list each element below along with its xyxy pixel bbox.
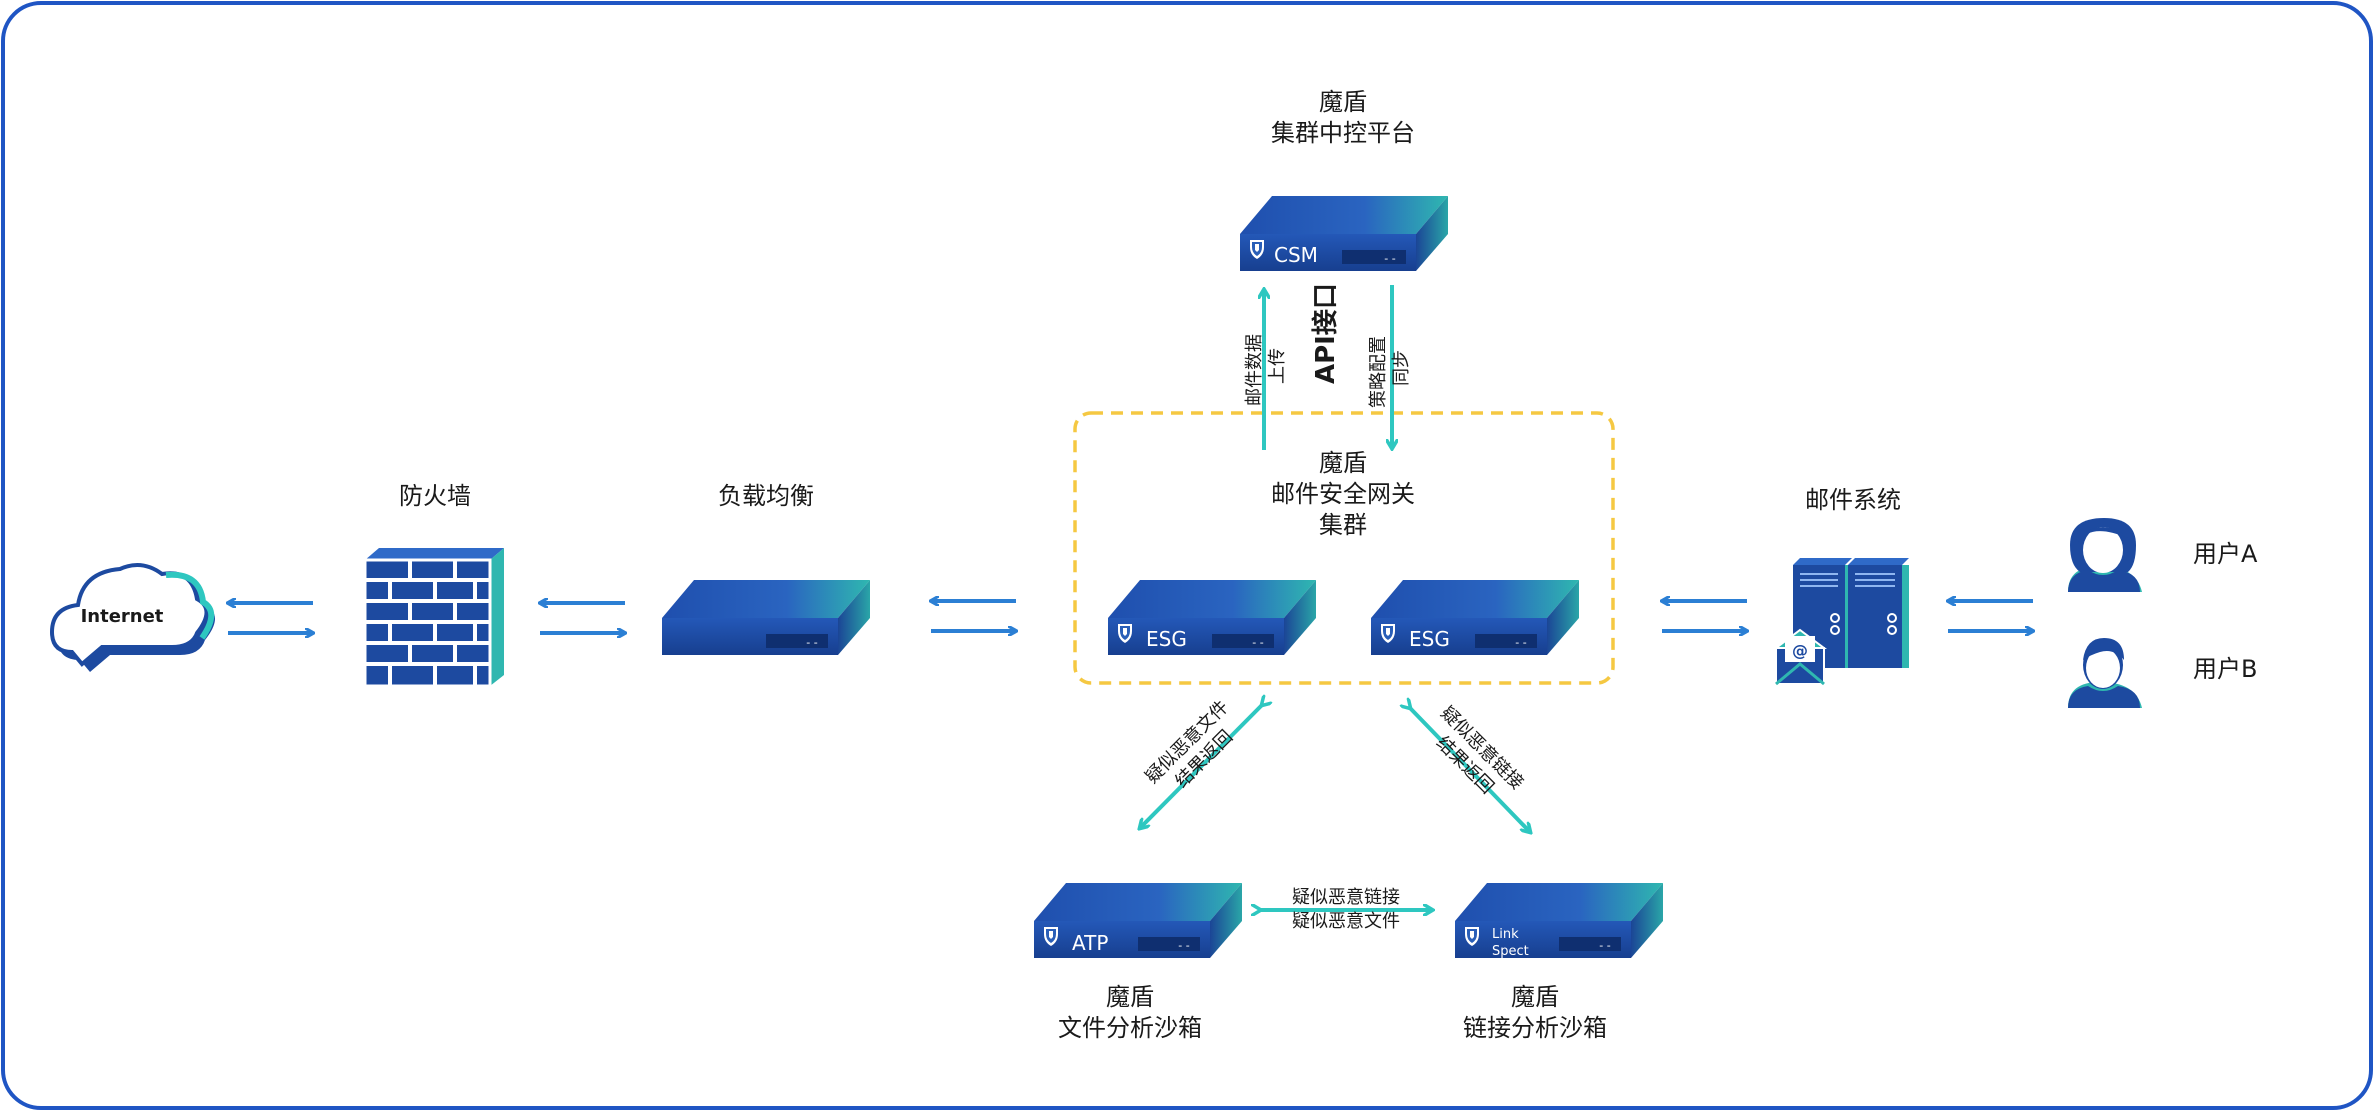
atp-linkspect-label-line2: 疑似恶意文件 bbox=[1292, 911, 1400, 932]
user-a-label: 用户A bbox=[2193, 540, 2258, 568]
user-b-node: 用户B bbox=[2068, 638, 2257, 708]
load-balancer-status: - - bbox=[806, 636, 817, 649]
esg-device-2: ESG - - bbox=[1371, 580, 1579, 655]
upload-label: 邮件数据 上传 bbox=[1244, 334, 1288, 406]
atp-label-line1: 魔盾 bbox=[1106, 983, 1154, 1011]
load-balancer-node: 负载均衡 - - bbox=[662, 482, 870, 655]
sync-label-line1: 策略配置 bbox=[1368, 336, 1389, 408]
linkspect-device-text-line1: Link bbox=[1492, 927, 1519, 942]
brick-wall-icon bbox=[363, 548, 504, 688]
arrows-internet-firewall bbox=[228, 603, 313, 633]
csm-device-text: CSM bbox=[1274, 243, 1318, 267]
cloud-icon bbox=[49, 563, 215, 672]
to-linkspect-label: 疑似恶意链接 结果返回 bbox=[1432, 703, 1527, 798]
esg-device-1: ESG - - bbox=[1108, 580, 1316, 655]
load-balancer-label: 负载均衡 bbox=[718, 482, 814, 510]
envelope-icon: @ bbox=[1773, 628, 1827, 686]
appliance-icon: - - bbox=[662, 580, 870, 655]
arrows-lb-esg bbox=[931, 601, 1016, 631]
atp-node: ATP - - 魔盾 文件分析沙箱 bbox=[1034, 883, 1242, 1042]
mail-system-node: 邮件系统 @ bbox=[1773, 486, 1909, 686]
esg-device-1-status: - - bbox=[1252, 636, 1263, 649]
esg-cluster-box bbox=[1073, 411, 1615, 685]
atp-label-line2: 文件分析沙箱 bbox=[1058, 1014, 1202, 1042]
linkspect-device: Link Spect - - bbox=[1455, 883, 1663, 959]
linkspect-node: Link Spect - - 魔盾 链接分析沙箱 bbox=[1455, 883, 1663, 1042]
linkspect-status: - - bbox=[1599, 939, 1610, 952]
linkspect-device-text-line2: Spect bbox=[1492, 944, 1529, 959]
atp-status: - - bbox=[1178, 939, 1189, 952]
user-male-icon bbox=[2068, 638, 2142, 708]
csm-device: CSM - - bbox=[1240, 196, 1448, 271]
linkspect-label-line1: 魔盾 bbox=[1511, 983, 1559, 1011]
esg-device-2-status: - - bbox=[1515, 636, 1526, 649]
internet-node: Internet bbox=[49, 563, 215, 672]
esg-linkspect-arrow bbox=[1410, 708, 1530, 832]
arrows-mail-users bbox=[1948, 601, 2033, 631]
mail-system-label: 邮件系统 bbox=[1805, 486, 1901, 514]
sync-label-line2: 同步 bbox=[1391, 350, 1412, 386]
arrows-firewall-lb bbox=[540, 603, 625, 633]
sync-label: 策略配置 同步 bbox=[1368, 336, 1412, 408]
api-label: API接口 bbox=[1311, 283, 1341, 384]
internet-label: Internet bbox=[81, 606, 164, 627]
atp-device: ATP - - bbox=[1034, 883, 1242, 958]
esg-device-2-text: ESG bbox=[1409, 627, 1450, 651]
atp-device-text: ATP bbox=[1072, 931, 1108, 955]
csm-node: 魔盾 集群中控平台 CSM - - bbox=[1240, 88, 1448, 271]
csm-label-line1: 魔盾 bbox=[1319, 88, 1367, 116]
to-atp-label: 疑似恶意文件 结果返回 bbox=[1142, 697, 1237, 792]
upload-label-line2: 上传 bbox=[1267, 348, 1288, 384]
user-female-icon bbox=[2068, 518, 2142, 592]
csm-label-line2: 集群中控平台 bbox=[1271, 119, 1415, 147]
atp-linkspect-label-line1: 疑似恶意链接 bbox=[1292, 887, 1400, 908]
firewall-node: 防火墙 bbox=[363, 482, 504, 688]
user-b-label: 用户B bbox=[2193, 655, 2257, 683]
esg-atp-arrow bbox=[1140, 705, 1262, 828]
upload-label-line1: 邮件数据 bbox=[1244, 334, 1265, 406]
mail-server-icon: @ bbox=[1773, 558, 1909, 686]
arrows-esg-mail bbox=[1662, 601, 1747, 631]
svg-text:@: @ bbox=[1792, 641, 1808, 660]
esg-label-line3: 集群 bbox=[1319, 511, 1367, 539]
esg-label-line1: 魔盾 bbox=[1319, 449, 1367, 477]
esg-cluster-node: 魔盾 邮件安全网关 集群 ESG - - ESG - - bbox=[1108, 449, 1579, 655]
esg-label-line2: 邮件安全网关 bbox=[1271, 480, 1415, 508]
firewall-label: 防火墙 bbox=[399, 482, 471, 510]
user-a-node: 用户A bbox=[2068, 518, 2258, 592]
csm-status: - - bbox=[1384, 252, 1395, 265]
linkspect-label-line2: 链接分析沙箱 bbox=[1463, 1014, 1607, 1042]
esg-device-1-text: ESG bbox=[1146, 627, 1187, 651]
